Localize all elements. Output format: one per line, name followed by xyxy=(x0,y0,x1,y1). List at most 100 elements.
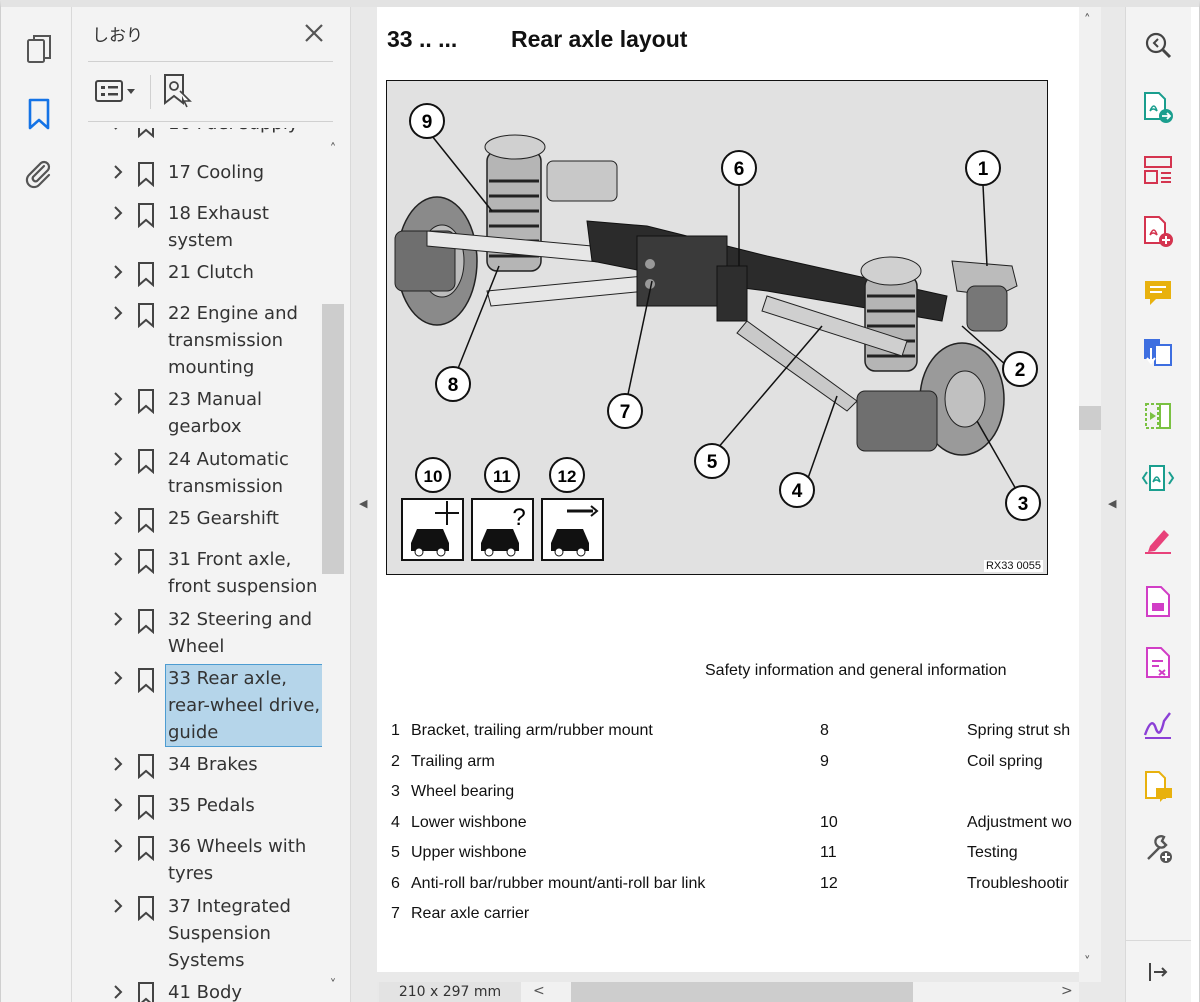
chevron-right-icon[interactable] xyxy=(112,756,124,772)
callout-8: 8 xyxy=(435,366,471,402)
chevron-right-icon[interactable] xyxy=(112,510,124,526)
bookmark-tree: 16 Fuel supply 17 Cooling 18 Exhaust sys… xyxy=(72,128,322,1002)
callout-2: 2 xyxy=(1002,351,1038,387)
bookmark-icon[interactable] xyxy=(22,97,56,131)
collapse-pane-icon[interactable] xyxy=(1140,954,1176,990)
chevron-right-icon[interactable] xyxy=(112,797,124,813)
bookmark-flag-icon xyxy=(136,667,156,694)
bookmark-label[interactable]: 22 Engine and transmission mounting xyxy=(168,303,298,378)
bookmark-label[interactable]: 34 Brakes xyxy=(168,754,258,775)
callout-3: 3 xyxy=(1005,485,1041,521)
legend-number: 5 xyxy=(391,844,400,861)
svg-text:8: 8 xyxy=(448,375,459,396)
request-signature-icon[interactable] xyxy=(1140,707,1176,743)
legend-label: Troubleshootir xyxy=(967,875,1069,892)
legend-number: 1 xyxy=(391,722,400,739)
chevron-right-icon[interactable] xyxy=(112,164,124,180)
collapse-right-pane-icon[interactable]: ◀ xyxy=(1108,497,1117,510)
chevron-right-icon[interactable] xyxy=(112,551,124,567)
compress-icon[interactable] xyxy=(1140,398,1176,434)
chevron-right-icon[interactable] xyxy=(112,611,124,627)
comment-icon[interactable] xyxy=(1140,275,1176,311)
chevron-right-icon[interactable] xyxy=(112,205,124,221)
export-pdf-icon[interactable] xyxy=(1140,90,1176,126)
chevron-right-icon[interactable] xyxy=(112,451,124,467)
chevron-right-icon[interactable] xyxy=(112,898,124,914)
legend-label: Adjustment wo xyxy=(967,814,1072,831)
bookmark-label[interactable]: 31 Front axle, front suspension xyxy=(168,549,318,597)
bookmark-flag-icon xyxy=(136,753,156,780)
organize-pages-icon[interactable] xyxy=(1140,152,1176,188)
page-title: Rear axle layout xyxy=(511,26,688,52)
adjustment-car-icon xyxy=(401,498,464,561)
more-tools-icon[interactable] xyxy=(1140,831,1176,867)
bookmark-label[interactable]: 37 Integrated Suspension Systems xyxy=(168,896,291,971)
bookmarks-panel: しおり 16 Fuel supply 17 Cooling xyxy=(72,7,351,1002)
scrollbar-thumb[interactable] xyxy=(571,982,913,1002)
chevron-right-icon[interactable] xyxy=(112,984,124,1000)
divider xyxy=(88,121,333,122)
bookmark-label[interactable]: 41 Body xyxy=(168,982,243,1002)
zoom-icon[interactable] xyxy=(1140,27,1176,63)
scroll-down-icon[interactable]: ˅ xyxy=(329,978,337,993)
pdf-page: 33 .. ... Rear axle layout xyxy=(377,7,1079,972)
scrollbar-thumb[interactable] xyxy=(322,304,344,574)
fill-sign-icon[interactable] xyxy=(1140,522,1176,558)
scrollbar-thumb[interactable] xyxy=(1079,406,1101,430)
scroll-left-icon[interactable]: < xyxy=(533,983,545,999)
rear-axle-illustration: 9 6 1 2 3 4 5 7 8 10 11 12 xyxy=(394,103,1041,561)
legend-number: 3 xyxy=(391,783,400,800)
convert-icon[interactable] xyxy=(1140,460,1176,496)
legend-number: 9 xyxy=(820,753,829,770)
figure-code: RX33 0055 xyxy=(983,560,1043,572)
protect-icon[interactable] xyxy=(1140,645,1176,681)
legend-number: 6 xyxy=(391,875,400,892)
bookmark-label[interactable]: 24 Automatic transmission xyxy=(168,449,289,497)
chevron-right-icon[interactable] xyxy=(112,128,124,131)
page-size-indicator[interactable]: 210 x 297 mm xyxy=(379,982,521,1002)
collapse-left-pane-icon[interactable]: ◀ xyxy=(359,497,368,510)
chevron-right-icon[interactable] xyxy=(112,391,124,407)
svg-text:7: 7 xyxy=(620,402,631,423)
scroll-right-icon[interactable]: > xyxy=(1061,983,1073,999)
bookmark-label[interactable]: 36 Wheels with tyres xyxy=(168,836,307,884)
scroll-down-icon[interactable]: ˅ xyxy=(1084,955,1091,970)
bookmark-label[interactable]: 16 Fuel supply xyxy=(166,128,322,137)
options-menu-button[interactable] xyxy=(94,77,140,107)
svg-text:5: 5 xyxy=(707,452,718,473)
bookmark-label[interactable]: 23 Manual gearbox xyxy=(168,389,263,437)
chevron-right-icon[interactable] xyxy=(112,305,124,321)
document-vertical-scrollbar[interactable] xyxy=(1079,7,1101,982)
legend-number: 10 xyxy=(820,814,838,831)
bookmark-flag-icon xyxy=(136,448,156,475)
bookmark-flag-icon xyxy=(136,161,156,188)
legend-label: Upper wishbone xyxy=(411,844,527,861)
edit-pdf-icon[interactable] xyxy=(1140,584,1176,620)
bookmarks-scrollbar[interactable]: ˄ ˅ xyxy=(322,128,344,1002)
bookmark-label[interactable]: 17 Cooling xyxy=(168,162,265,183)
new-bookmark-icon[interactable] xyxy=(162,73,192,109)
bookmark-label[interactable]: 21 Clutch xyxy=(168,262,254,283)
bookmark-flag-icon xyxy=(136,202,156,229)
create-pdf-icon[interactable] xyxy=(1140,214,1176,250)
chevron-right-icon[interactable] xyxy=(112,264,124,280)
scroll-up-icon[interactable]: ˄ xyxy=(329,142,337,157)
bookmark-label[interactable]: 18 Exhaust system xyxy=(168,203,269,251)
bookmark-label[interactable]: 35 Pedals xyxy=(168,795,255,816)
scroll-up-icon[interactable]: ˄ xyxy=(1084,13,1091,28)
bookmark-label[interactable]: 33 Rear axle, rear-wheel drive, guide xyxy=(165,664,322,747)
attachment-icon[interactable] xyxy=(22,157,56,191)
legend-number: 4 xyxy=(391,814,400,831)
legend-number: 8 xyxy=(820,722,829,739)
close-icon[interactable] xyxy=(302,21,326,45)
page-thumbnails-icon[interactable] xyxy=(22,33,56,67)
chevron-right-icon[interactable] xyxy=(112,670,124,686)
legend-label: Bracket, trailing arm/rubber mount xyxy=(411,722,653,739)
chevron-right-icon[interactable] xyxy=(112,838,124,854)
combine-files-icon[interactable] xyxy=(1140,335,1176,371)
rear-axle-diagram: 9 6 1 2 3 4 5 7 8 10 11 12 xyxy=(386,80,1048,575)
callout-10: 10 xyxy=(415,457,451,493)
bookmark-label[interactable]: 25 Gearshift xyxy=(168,508,279,529)
send-for-comments-icon[interactable] xyxy=(1140,769,1176,805)
